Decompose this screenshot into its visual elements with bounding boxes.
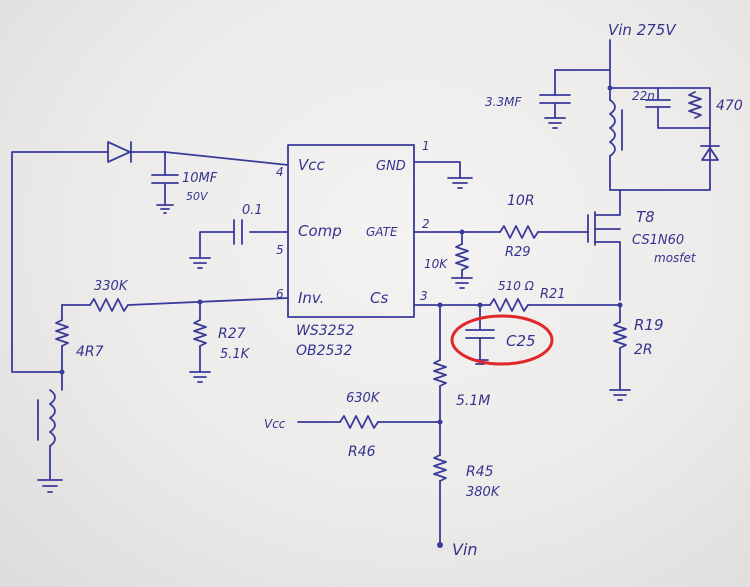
mosfet-source <box>594 241 621 301</box>
ic-part-number-2: OB2532 <box>296 343 352 359</box>
ic-pin-vcc-label: Vcc <box>298 156 326 174</box>
ic-pin-3: 3 <box>420 289 428 303</box>
resistor-r46 <box>339 415 379 429</box>
ic-part-number-1: WS3252 <box>296 323 354 339</box>
resistor-r19-value: 2R <box>634 342 653 358</box>
resistor-330k <box>89 298 129 312</box>
ic-pin-comp-label: Comp <box>298 222 342 240</box>
resistor-10r <box>499 225 539 239</box>
cap-22n-label: 22n <box>632 89 655 103</box>
ic-pin-cs-label: Cs <box>370 289 388 307</box>
resistor-r21 <box>489 298 529 312</box>
vin-bottom-terminal <box>437 542 443 548</box>
comp-gnd-wire <box>199 231 235 259</box>
resistor-4r7-label: 4R7 <box>76 344 104 360</box>
resistor-r19 <box>613 321 627 349</box>
resistor-470-label: 470 <box>716 98 743 114</box>
ic-pin-1: 1 <box>422 139 430 153</box>
aux-winding <box>49 389 56 447</box>
ground-symbol <box>189 257 211 269</box>
resistor-10k-label: 10K <box>424 257 448 271</box>
resistor-10k <box>455 243 469 271</box>
resistor-r45-label: R45 <box>466 464 494 480</box>
gnd-pin-wire <box>413 161 461 179</box>
ground-symbol <box>37 479 63 493</box>
resistor-r29-label: R29 <box>505 245 531 260</box>
cap-10u-voltage: 50V <box>186 190 209 203</box>
ground-symbol <box>156 204 174 214</box>
resistor-630k-label: 630K <box>346 391 381 406</box>
mosfet-type-label: mosfet <box>654 251 697 265</box>
mosfet-drain <box>594 189 621 216</box>
resistor-r27 <box>193 319 207 347</box>
resistor-4r7 <box>55 319 69 347</box>
cap-3u3-label: 3.3MF <box>485 95 522 109</box>
resistor-r27-value: 5.1K <box>220 347 251 362</box>
ic-pin-gate-label: GATE <box>366 225 398 239</box>
resistor-330k-label: 330K <box>94 279 129 294</box>
resistor-r21-label: R21 <box>540 287 566 302</box>
vcc-diode <box>107 141 131 163</box>
ic-pin-2: 2 <box>422 217 430 231</box>
vcc-feed-loop <box>11 151 109 373</box>
vin-bottom-label: Vin <box>452 540 478 559</box>
resistor-5m1 <box>433 359 447 387</box>
ic-pin-gnd-label: GND <box>376 159 406 174</box>
resistor-r45 <box>433 454 447 482</box>
ground-symbol <box>544 117 566 129</box>
mosfet-part-label: CS1N60 <box>632 233 684 248</box>
inv-wire <box>127 297 289 306</box>
inductor-primary <box>609 99 616 157</box>
resistor-r21-value: 510 Ω <box>498 279 535 293</box>
ground-symbol <box>447 177 473 189</box>
cap-comp-value: 0.1 <box>242 203 263 218</box>
mosfet-t8-label: T8 <box>636 208 655 226</box>
resistor-r19-label: R19 <box>634 316 664 334</box>
ic-body <box>287 144 415 318</box>
resistor-r46-label: R46 <box>348 444 376 460</box>
ic-pin-6: 6 <box>276 287 284 301</box>
ground-symbol <box>189 371 211 383</box>
ic-pin-4: 4 <box>276 165 284 179</box>
snubber-diode <box>701 147 719 161</box>
resistor-470 <box>688 91 702 119</box>
cap-10u-value: 10MF <box>182 171 218 186</box>
c25-highlight-circle <box>450 314 554 366</box>
resistor-r45-value: 380K <box>466 485 501 500</box>
ic-pin-inv-label: Inv. <box>298 289 324 307</box>
ground-symbol <box>609 389 631 401</box>
cap-22n-wire <box>657 106 711 129</box>
resistor-r27-label: R27 <box>218 326 246 342</box>
ground-symbol <box>451 277 473 289</box>
vin-275v-label: Vin 275V <box>608 21 677 39</box>
snubber-loop <box>609 87 711 191</box>
cap-c25-label: C25 <box>506 332 536 350</box>
resistor-5m1-label: 5.1M <box>456 393 490 409</box>
vcc-wire <box>164 151 289 166</box>
vcc-input-label: Vcc <box>264 417 286 431</box>
ic-pin-5: 5 <box>276 243 284 257</box>
resistor-10r-label: 10R <box>507 193 535 209</box>
